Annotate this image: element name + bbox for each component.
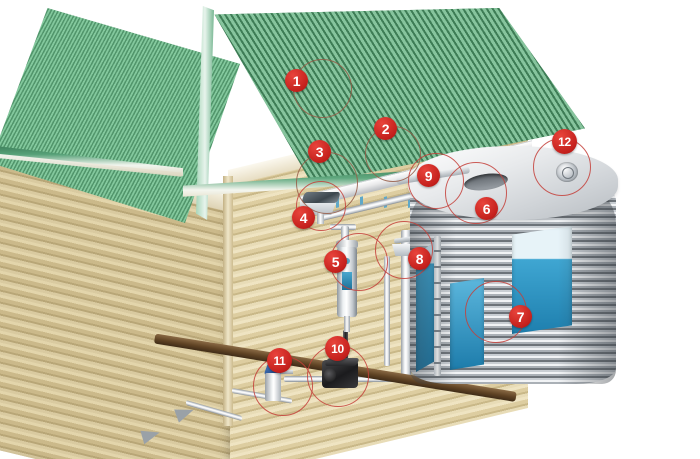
callout-badge-5[interactable]: 5	[324, 250, 347, 273]
callout-ring-4	[296, 181, 346, 231]
gauge-tick	[434, 362, 441, 364]
callout-badge-1[interactable]: 1	[285, 69, 308, 92]
callout-badge-7[interactable]: 7	[509, 305, 532, 328]
callout-badge-11[interactable]: 11	[267, 348, 292, 373]
gauge-tick	[434, 250, 441, 252]
tank-side-riser	[401, 230, 411, 378]
callout-badge-2[interactable]: 2	[374, 117, 397, 140]
callout-badge-12[interactable]: 12	[552, 129, 577, 154]
callout-badge-3[interactable]: 3	[308, 140, 331, 163]
tank-water-level-gauge	[434, 236, 441, 376]
gauge-tick	[434, 298, 441, 300]
gauge-tick	[434, 330, 441, 332]
callout-ring-9	[408, 153, 464, 209]
house-corner-post	[223, 176, 233, 426]
gauge-tick	[434, 314, 441, 316]
gauge-tick	[434, 266, 441, 268]
overflow-pipe	[384, 256, 390, 366]
callout-badge-10[interactable]: 10	[325, 336, 350, 361]
gauge-tick	[434, 282, 441, 284]
pipe-drop-to-diverter	[341, 226, 349, 244]
callout-badge-4[interactable]: 4	[292, 206, 315, 229]
diverter-outlet	[344, 316, 350, 332]
gauge-tick	[434, 346, 441, 348]
callout-badge-8[interactable]: 8	[408, 247, 431, 270]
callout-ring-8	[375, 221, 433, 279]
callout-badge-9[interactable]: 9	[417, 164, 440, 187]
callout-badge-6[interactable]: 6	[475, 197, 498, 220]
tank-cutaway-window-left	[416, 242, 434, 372]
